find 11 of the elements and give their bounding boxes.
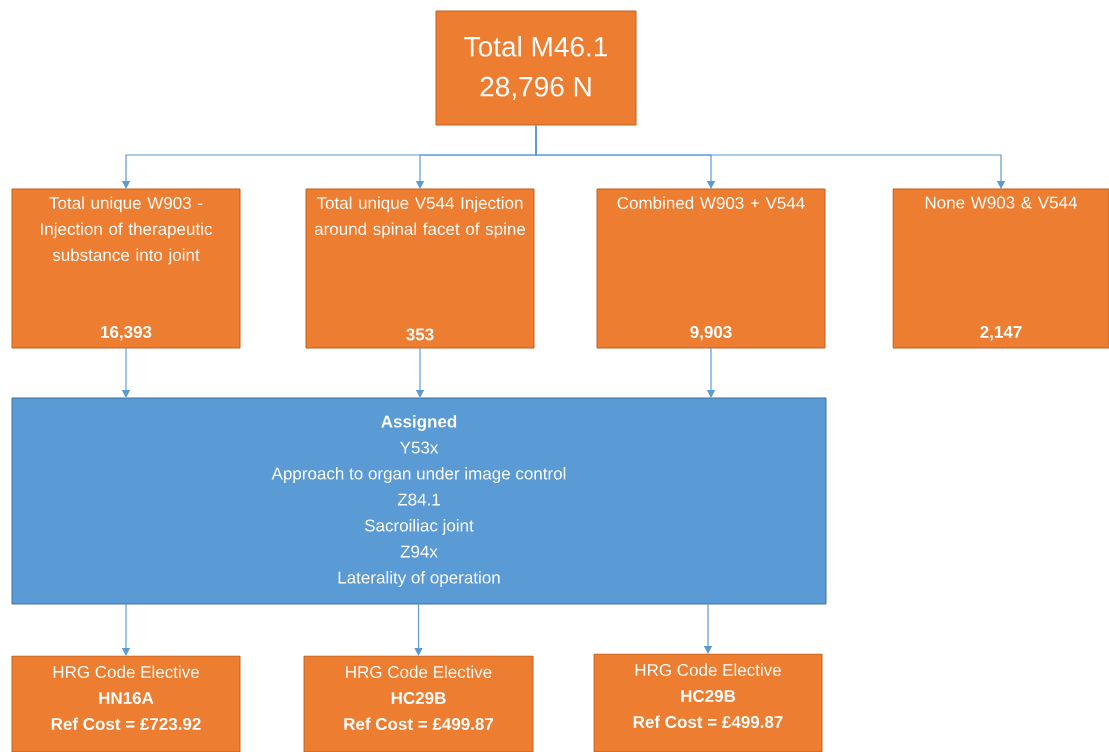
- assigned-box: Assigned Y53x Approach to organ under image control Z84.1 Sacroiliac joint Z94x Laterality of operation: [11, 397, 827, 605]
- category-box: Total unique V544 Injection around spinal facet of spine 353: [305, 188, 535, 349]
- arrow: [535, 124, 1006, 189]
- category-box: Combined W903 + V544 9,903: [596, 188, 826, 349]
- hrg-code-box: HRG Code Elective HC29B Ref Cost = £499.87: [303, 655, 534, 752]
- hrg-code-box: HRG Code Elective HN16A Ref Cost = £723.92: [11, 655, 241, 752]
- arrow: [414, 603, 423, 656]
- category-box: Total unique W903 - Injection of therapeutic substance into joint 16,393: [11, 188, 241, 349]
- hrg-code-box: HRG Code Elective HC29B Ref Cost = £499.87: [593, 653, 823, 752]
- category-box: None W903 & V544 2,147: [892, 188, 1109, 349]
- total-box: Total M46.1 28,796 N: [435, 10, 637, 126]
